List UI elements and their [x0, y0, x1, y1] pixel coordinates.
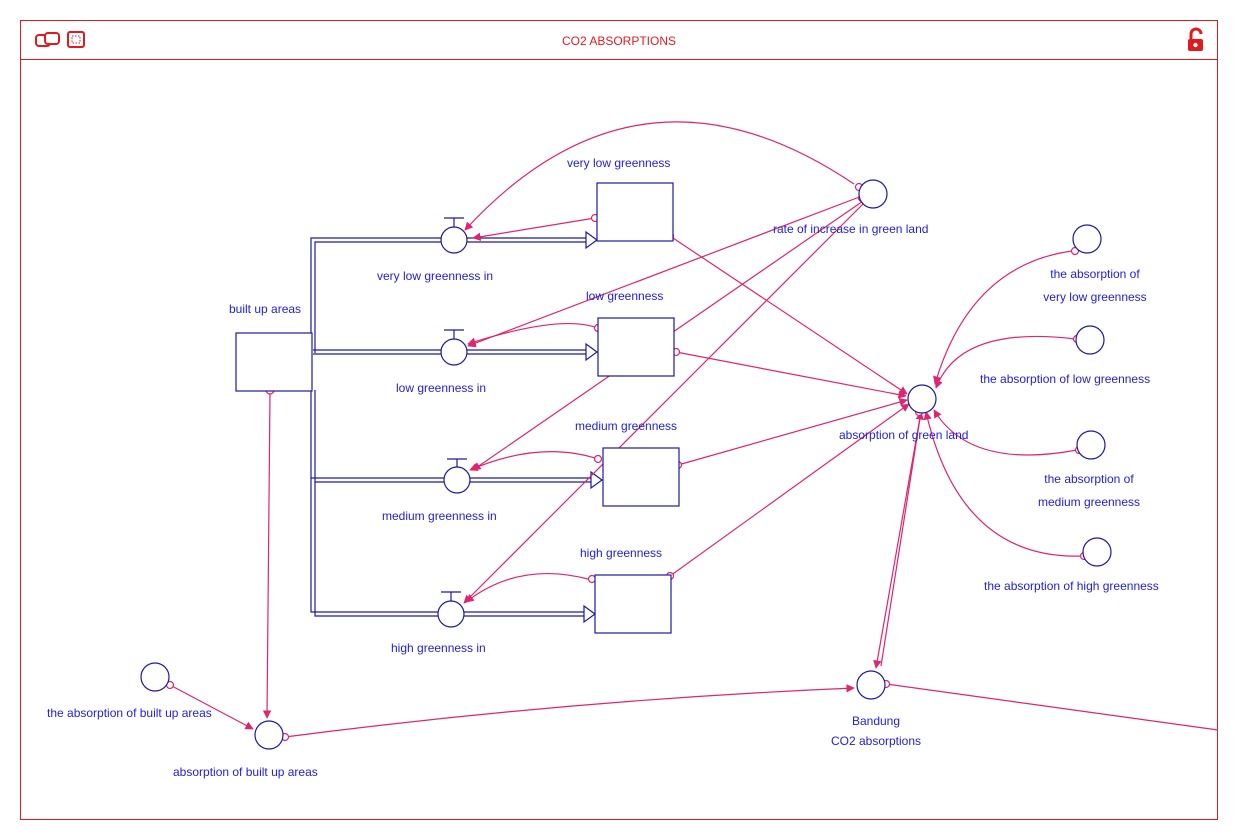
converter-absorption-high[interactable]	[1082, 537, 1112, 567]
label-absorption-very-low-line2: very low greenness	[1043, 290, 1146, 304]
unlock-icon[interactable]	[1186, 27, 1206, 53]
stock-high-greenness[interactable]	[594, 574, 672, 634]
flow-pipes	[310, 230, 604, 624]
grid-view-icon[interactable]	[66, 30, 88, 50]
stack-view-icon[interactable]	[34, 30, 64, 50]
converter-absorption-very-low[interactable]	[1072, 224, 1102, 254]
label-high-greenness-in: high greenness in	[391, 641, 486, 655]
valve-medium-greenness-in[interactable]	[443, 458, 471, 494]
stock-built-up-areas[interactable]	[235, 332, 313, 392]
window-title: CO2 ABSORPTIONS	[561, 34, 677, 48]
window-titlebar: CO2 ABSORPTIONS	[20, 20, 1218, 60]
converter-absorption-low[interactable]	[1075, 325, 1105, 355]
label-absorption-built-up-param: the absorption of built up areas	[47, 706, 212, 720]
converter-absorption-medium[interactable]	[1076, 430, 1106, 460]
label-absorption-green-land: absorption of green land	[839, 428, 968, 442]
valve-very-low-greenness-in[interactable]	[440, 217, 468, 254]
label-bandung-line1: Bandung	[852, 714, 900, 728]
label-absorption-high: the absorption of high greenness	[984, 579, 1159, 593]
connectors	[169, 121, 1219, 738]
stock-very-low-greenness[interactable]	[596, 182, 674, 242]
label-bandung-line2: CO2 absorptions	[831, 734, 921, 748]
label-low-greenness: low greenness	[586, 289, 663, 303]
diagram-frame	[20, 20, 1218, 820]
label-high-greenness: high greenness	[580, 546, 662, 560]
label-absorption-very-low-line1: the absorption of	[1050, 267, 1140, 281]
converter-absorption-green-land[interactable]	[907, 384, 937, 414]
converter-bandung-co2[interactable]	[856, 670, 886, 700]
label-absorption-built-up: absorption of built up areas	[173, 765, 318, 779]
label-very-low-greenness: very low greenness	[567, 156, 670, 170]
label-low-greenness-in: low greenness in	[396, 381, 486, 395]
stock-medium-greenness[interactable]	[602, 447, 680, 507]
converter-absorption-built-up-param[interactable]	[140, 662, 170, 692]
converter-absorption-built-up[interactable]	[254, 720, 284, 750]
label-built-up-areas: built up areas	[229, 302, 301, 316]
label-rate-of-increase: rate of increase in green land	[773, 222, 928, 236]
label-absorption-low: the absorption of low greenness	[980, 372, 1150, 386]
label-absorption-medium-line2: medium greenness	[1038, 495, 1140, 509]
label-medium-greenness-in: medium greenness in	[382, 509, 497, 523]
valve-high-greenness-in[interactable]	[437, 591, 465, 628]
stock-low-greenness[interactable]	[597, 317, 675, 377]
valve-low-greenness-in[interactable]	[440, 329, 468, 366]
converter-rate-of-increase[interactable]	[858, 179, 888, 209]
label-absorption-medium-line1: the absorption of	[1044, 472, 1134, 486]
label-very-low-greenness-in: very low greenness in	[377, 269, 493, 283]
label-medium-greenness: medium greenness	[575, 419, 677, 433]
